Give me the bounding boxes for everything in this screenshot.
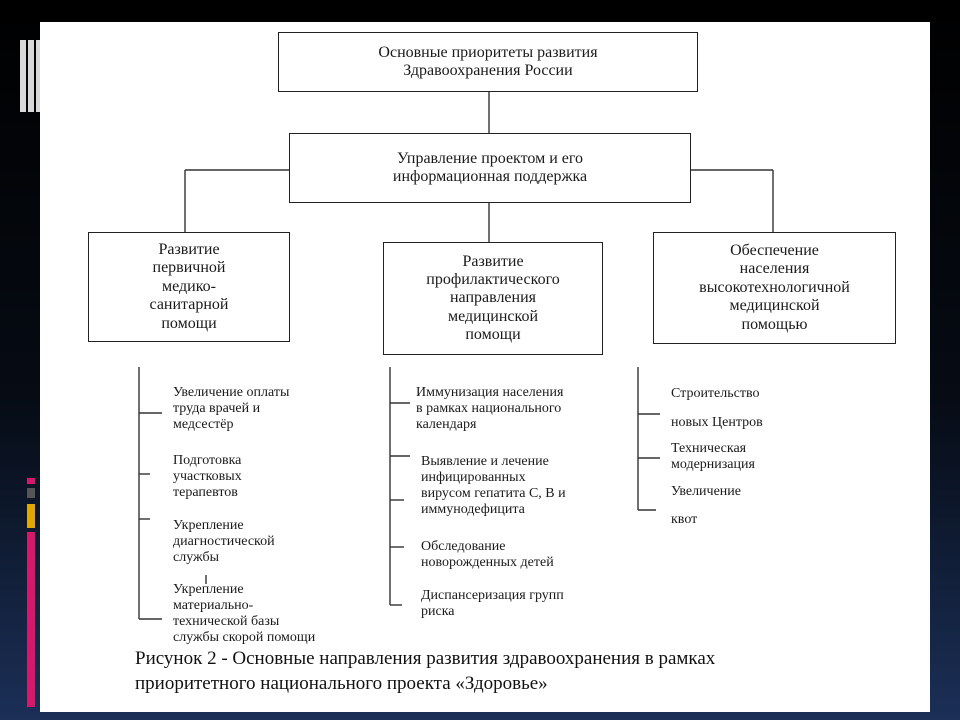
branch-high-tech-box: Обеспечение населения высокотехнологично… bbox=[653, 232, 896, 344]
list-item: Увеличение bbox=[671, 484, 742, 499]
mid-box-text: Управление проектом и его информационная… bbox=[392, 149, 588, 185]
top-box-text: Основные приоритеты развития Здравоохран… bbox=[378, 43, 598, 79]
list-item: квот bbox=[671, 512, 698, 527]
branch-title: Развитие первичной медико- санитарной по… bbox=[149, 241, 229, 332]
project-management-box: Управление проектом и его информационная… bbox=[289, 133, 691, 203]
branch-primary-care-box: Развитие первичной медико- санитарной по… bbox=[88, 232, 290, 342]
list-item: Иммунизация населения в рамках националь… bbox=[416, 385, 564, 433]
connector-lines bbox=[138, 90, 774, 620]
top-priorities-box: Основные приоритеты развития Здравоохран… bbox=[278, 32, 698, 92]
list-item: Укрепление диагностической службы bbox=[173, 518, 275, 566]
branch-prevention-box: Развитие профилактического направления м… bbox=[383, 242, 603, 355]
list-item: Увеличение оплаты труда врачей и медсест… bbox=[173, 385, 290, 433]
accent-bar-pink-long bbox=[27, 532, 35, 707]
list-item: новых Центров bbox=[671, 415, 763, 430]
list-item: Диспансеризация групп риска bbox=[421, 588, 564, 620]
branch-title: Обеспечение населения высокотехнологично… bbox=[699, 242, 850, 333]
window-grid-icon bbox=[20, 40, 42, 112]
accent-bar-pink bbox=[27, 478, 35, 484]
list-item: Строительство bbox=[671, 386, 760, 401]
list-item: Выявление и лечение инфицированных вирус… bbox=[421, 454, 566, 518]
list-item: Укрепление материально- технической базы… bbox=[173, 582, 316, 646]
list-item: Обследование новорожденных детей bbox=[421, 539, 554, 571]
accent-bar-gold bbox=[27, 504, 35, 528]
figure-caption: Рисунок 2 - Основные направления развити… bbox=[135, 648, 716, 694]
list-item: Техническая модернизация bbox=[671, 441, 755, 473]
list-item: Подготовка участковых терапевтов bbox=[173, 453, 242, 501]
slide-canvas: Основные приоритеты развития Здравоохран… bbox=[40, 22, 930, 712]
branch-title: Развитие профилактического направления м… bbox=[426, 252, 560, 344]
accent-bar-gray bbox=[27, 488, 35, 498]
